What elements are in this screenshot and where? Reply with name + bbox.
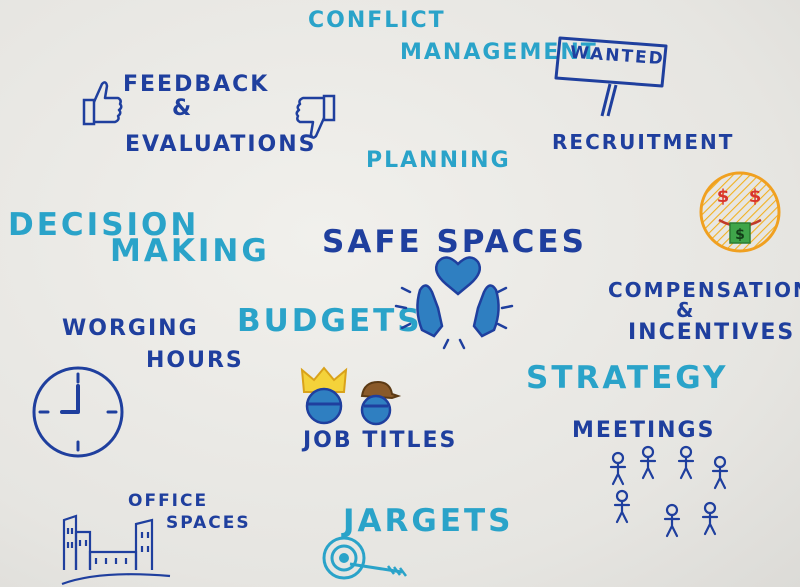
label-incentives: Incentives <box>628 320 796 345</box>
label-management: Management <box>400 40 598 65</box>
hands-heart-icon <box>394 256 514 350</box>
label-evaluations: Evaluations <box>125 132 317 157</box>
thumbs-up-icon <box>82 81 123 126</box>
label-strategy: Strategy <box>526 360 729 396</box>
label-safe-spaces: Safe Spaces <box>322 224 587 260</box>
label-targets: Jargets <box>343 503 514 539</box>
label-hours: Hours <box>146 348 244 373</box>
label-decision: Decision <box>8 207 200 243</box>
cap-head-icon <box>360 380 402 426</box>
svg-text:$: $ <box>717 186 730 207</box>
label-working: Worging <box>62 316 199 341</box>
label-feedback: Feedback <box>123 72 270 97</box>
clock-icon <box>32 366 124 458</box>
label-making: Making <box>110 233 270 269</box>
svg-text:$: $ <box>749 186 762 207</box>
label-planning: Planning <box>366 148 511 173</box>
city-buildings-icon <box>61 514 171 586</box>
label-office: Office <box>128 491 209 511</box>
label-spaces: Spaces <box>166 513 251 533</box>
crown-head-icon <box>300 366 348 425</box>
label-compensation: Compensation <box>608 278 800 302</box>
label-ampersand-compensation: & <box>676 298 696 322</box>
people-group-icon <box>609 445 729 538</box>
label-job-titles: Job titles <box>303 428 458 453</box>
label-ampersand-feedback: & <box>172 96 194 121</box>
label-conflict: Conflict <box>308 8 446 33</box>
wanted-sign-icon <box>554 36 668 117</box>
label-recruitment: Recruitment <box>552 130 735 154</box>
label-meetings: Meetings <box>572 418 716 443</box>
target-arrow-icon <box>322 536 407 580</box>
label-budgets: Budgets <box>237 303 423 339</box>
svg-text:$: $ <box>735 227 745 243</box>
thumbs-down-icon <box>295 94 336 139</box>
money-face-icon: $ $ $ <box>699 171 781 253</box>
